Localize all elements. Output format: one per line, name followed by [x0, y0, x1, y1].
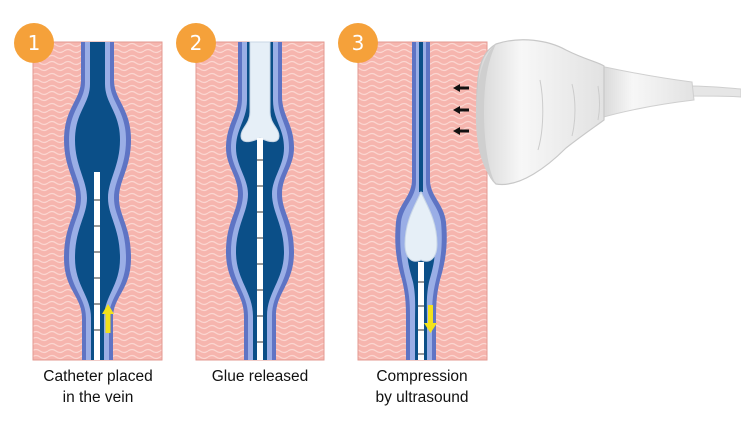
caption-line: Catheter placed [43, 368, 153, 385]
panel-1 [32, 41, 163, 361]
catheter-markings [418, 281, 424, 355]
step-badge-1: 1 [14, 23, 54, 63]
svg-text:2: 2 [190, 31, 203, 55]
caption-step-2: Glue released [180, 366, 340, 387]
svg-text:1: 1 [28, 31, 41, 55]
catheter-markings [94, 199, 100, 331]
caption-line: Glue released [211, 368, 309, 385]
catheter [418, 262, 424, 360]
closed-vein-channel [419, 42, 423, 192]
compression-arrow-icon [453, 84, 469, 135]
catheter-markings [257, 159, 263, 343]
caption-step-1: Catheter placed in the vein [18, 366, 178, 408]
panel-2 [195, 41, 325, 361]
glue-deposit [404, 190, 438, 262]
catheter [257, 138, 263, 360]
yellow-arrow-up-icon [102, 304, 114, 333]
caption-line: in the vein [62, 389, 134, 406]
ultrasound-probe-icon [475, 39, 741, 186]
catheter [94, 172, 100, 360]
step-badge-2: 2 [176, 23, 216, 63]
yellow-arrow-down-icon [424, 305, 437, 333]
svg-text:3: 3 [352, 31, 365, 55]
step-badge-3: 3 [338, 23, 378, 63]
caption-step-3: Compression by ultrasound [342, 366, 502, 408]
panel-3 [357, 41, 488, 361]
caption-line: by ultrasound [375, 389, 469, 406]
caption-line: Compression [376, 368, 468, 385]
